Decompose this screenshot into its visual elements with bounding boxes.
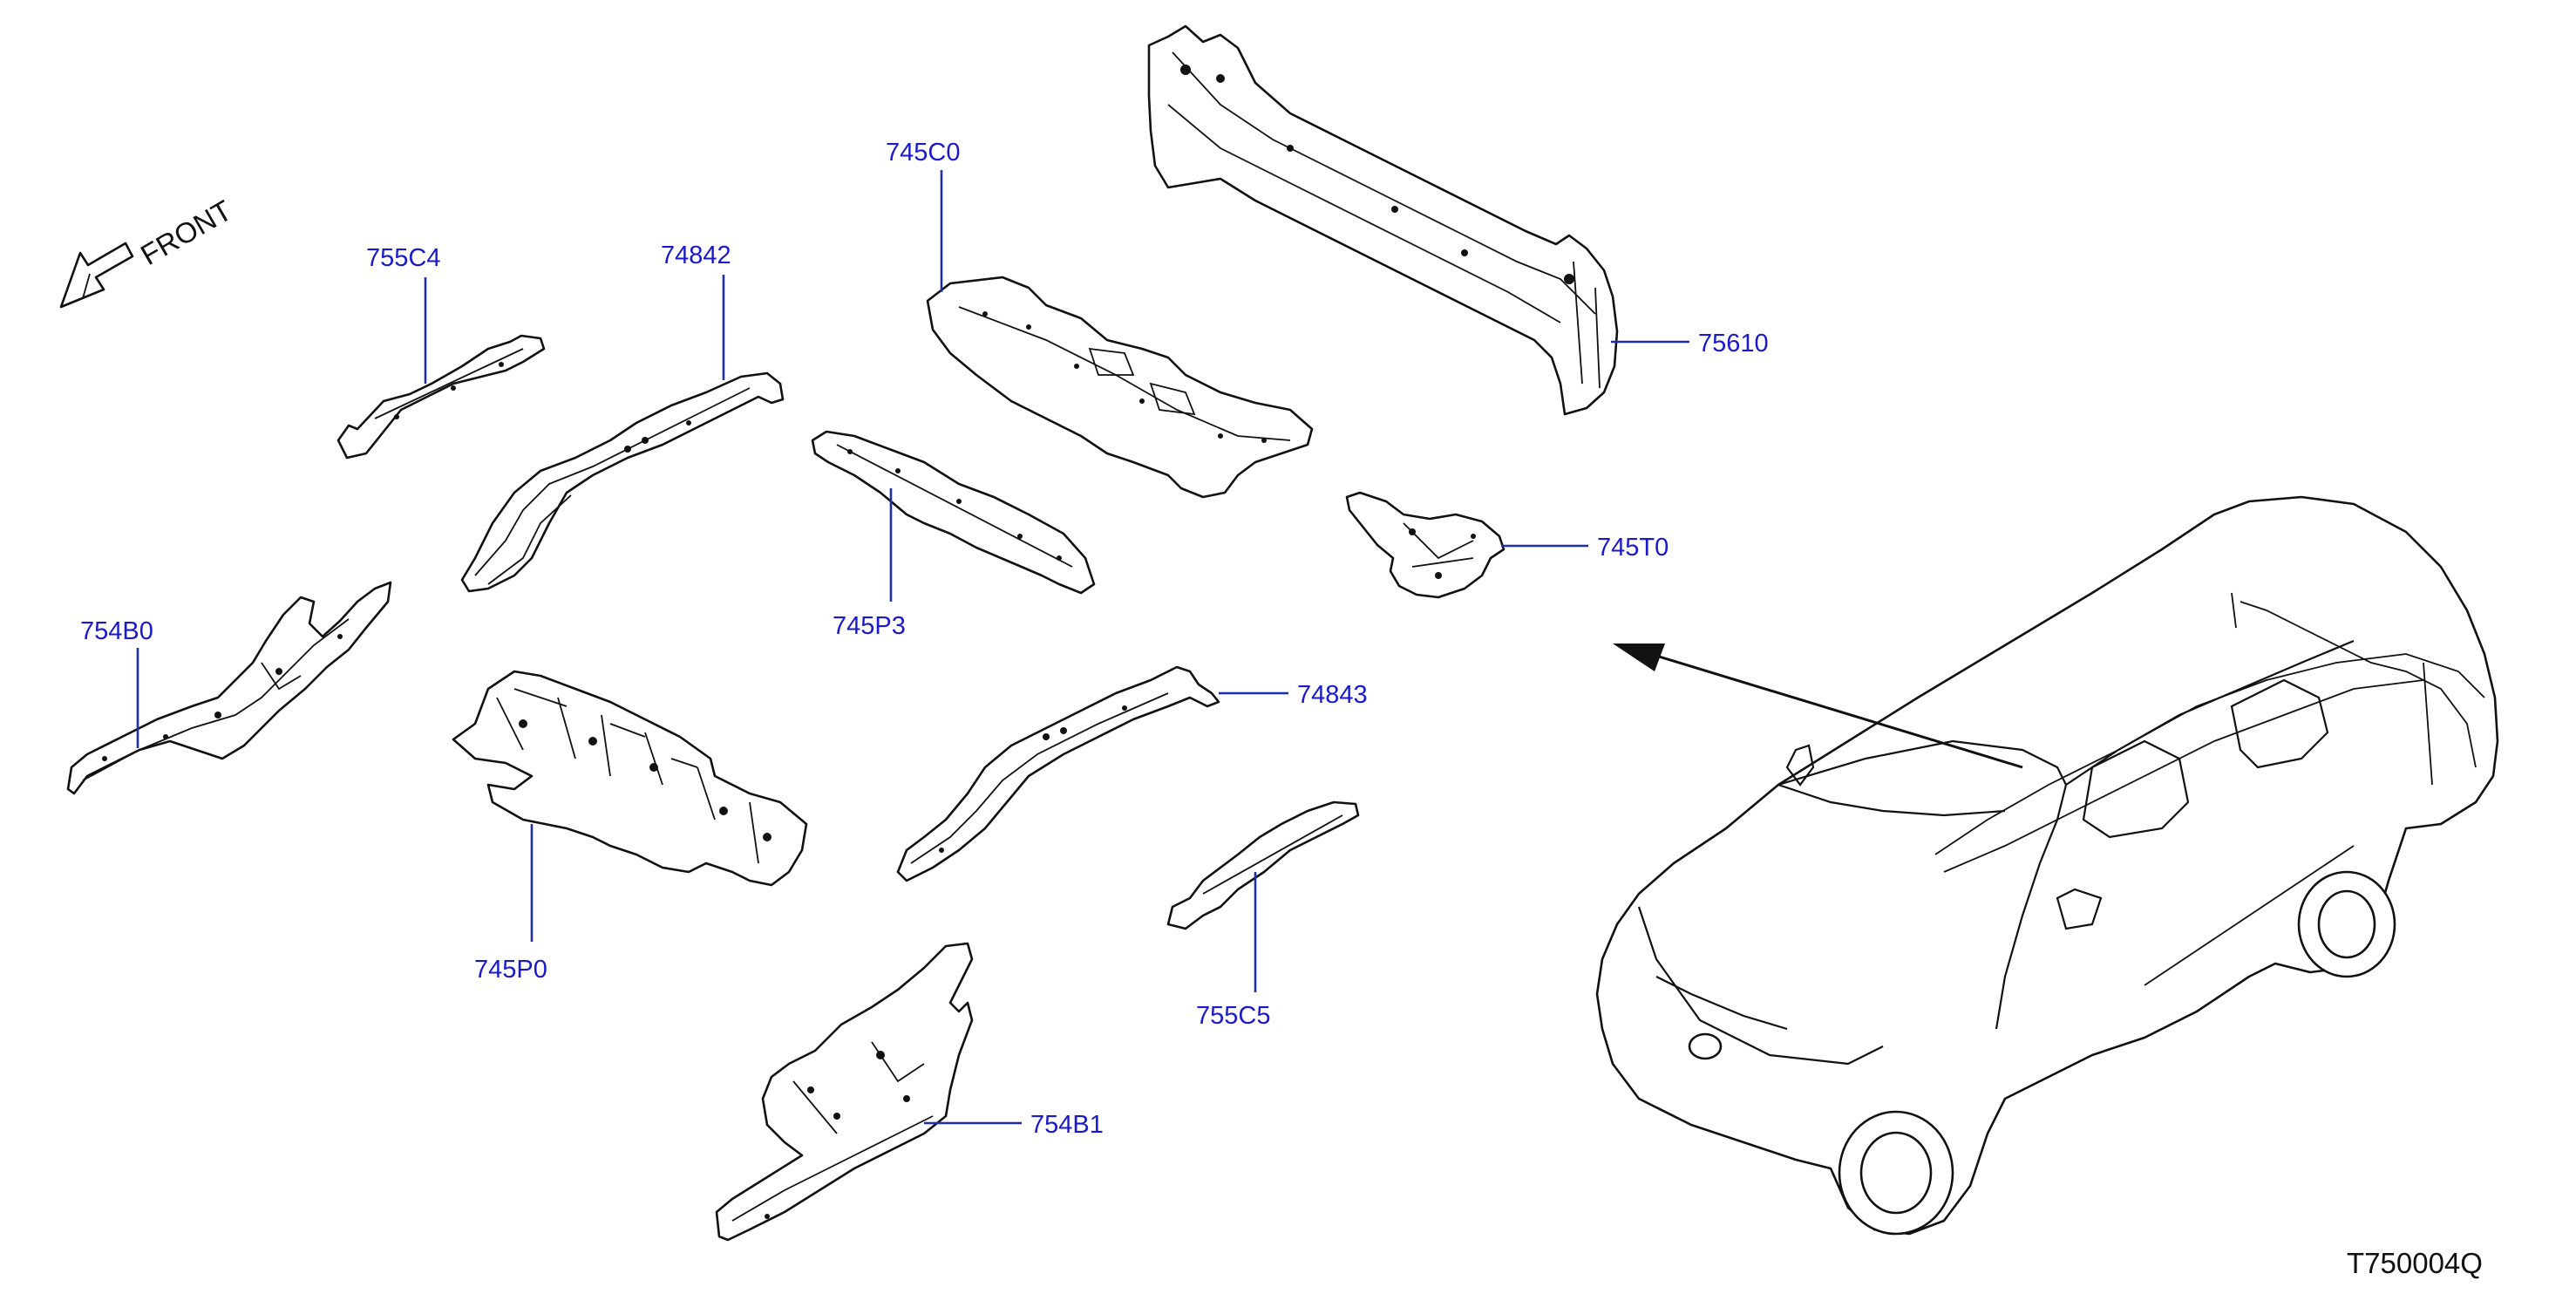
part-75610-drawing (1147, 24, 1619, 416)
callout-745P3[interactable]: 745P3 (833, 612, 906, 640)
part-74842-drawing (460, 371, 785, 593)
callout-745T0[interactable]: 745T0 (1597, 534, 1669, 562)
callout-755C4[interactable]: 755C4 (366, 244, 440, 272)
front-label: FRONT (135, 194, 237, 271)
vehicle-overview-drawing (1595, 495, 2499, 1236)
part-754B0-drawing (66, 581, 392, 795)
part-745C0-drawing (926, 276, 1314, 499)
callout-74843[interactable]: 74843 (1297, 681, 1368, 709)
callout-755C5[interactable]: 755C5 (1196, 1002, 1270, 1030)
part-755C5-drawing (1166, 800, 1360, 930)
part-754B1-drawing (715, 942, 974, 1242)
callout-75610[interactable]: 75610 (1698, 330, 1769, 358)
part-755C4-drawing (336, 334, 546, 460)
pointer-arrow-icon (1613, 644, 2023, 769)
front-arrow-icon (59, 242, 134, 309)
callout-745P0[interactable]: 745P0 (474, 956, 547, 984)
callout-745C0[interactable]: 745C0 (886, 139, 960, 167)
diagram-code: T750004Q (2347, 1247, 2483, 1279)
part-74843-drawing (896, 665, 1220, 882)
callout-74842[interactable]: 74842 (661, 242, 731, 269)
part-745P0-drawing (452, 670, 808, 887)
part-745T0-drawing (1345, 491, 1505, 599)
callout-754B0[interactable]: 754B0 (80, 617, 153, 645)
callout-754B1[interactable]: 754B1 (1030, 1111, 1104, 1139)
part-745P3-drawing (811, 430, 1096, 595)
